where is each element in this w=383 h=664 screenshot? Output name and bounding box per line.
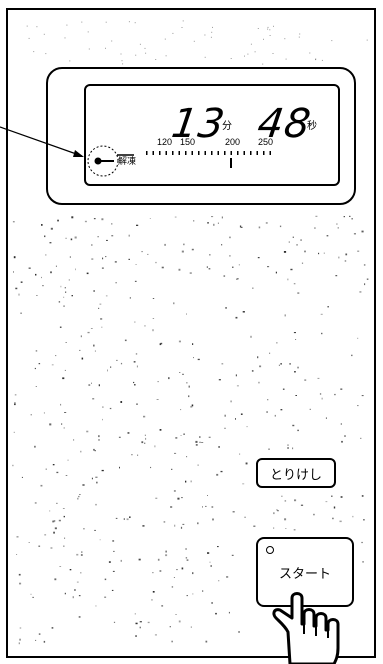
clear-button-label: とりけし [270, 464, 322, 483]
scale-label-150: 150 [180, 137, 195, 147]
scale-label-250: 250 [258, 137, 273, 147]
seconds-unit: 秒 [307, 122, 317, 132]
scale-label-200: 200 [225, 137, 240, 147]
minutes-unit: 分 [222, 122, 232, 132]
clear-button[interactable]: とりけし [256, 458, 336, 488]
start-button[interactable]: スタート [256, 537, 354, 607]
thaw-indicator-label: 解凍 [118, 157, 136, 167]
lamp-icon [266, 546, 274, 554]
scale-label-120: 120 [157, 137, 172, 147]
start-button-label: スタート [258, 563, 352, 582]
minutes-value: 13 [169, 104, 228, 144]
